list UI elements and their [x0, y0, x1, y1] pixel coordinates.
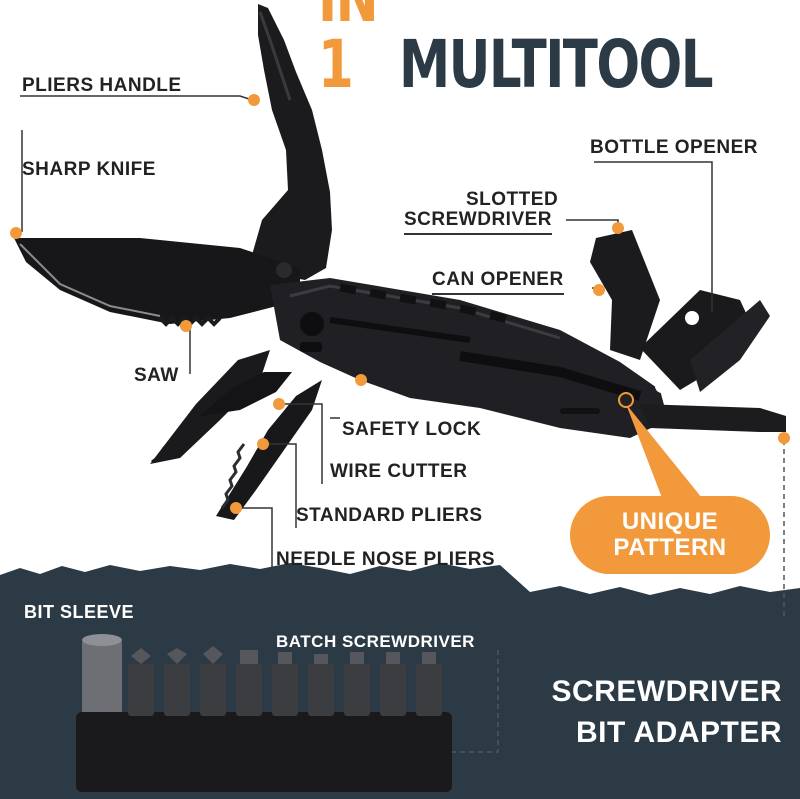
label-bottle-opener: BOTTLE OPENER	[590, 137, 759, 158]
can-opener	[590, 230, 660, 360]
callout-pointer	[626, 404, 702, 498]
label-standard-pliers: STANDARD PLIERS	[296, 505, 483, 526]
label-bit-sleeve: BIT SLEEVE	[24, 602, 135, 622]
page-title: 20 IN 1 MULTITOOL	[318, 0, 800, 103]
title-accent: 20 IN 1	[318, 0, 379, 103]
callout-line1: UNIQUE	[621, 508, 719, 536]
label-slotted-line1: SLOTTED	[466, 189, 559, 210]
slotted-screwdriver	[640, 290, 752, 390]
title-main: MULTITOOL	[398, 26, 714, 103]
label-pliers-handle: PLIERS HANDLE	[22, 75, 182, 96]
bit-adapter	[640, 404, 786, 432]
standard-pliers	[216, 380, 322, 520]
pliers-handle	[252, 4, 332, 280]
callout-line2: PATTERN	[613, 534, 727, 561]
saw-blade	[150, 350, 270, 464]
label-safety-lock: SAFETY LOCK	[342, 419, 482, 440]
label-needle-nose-pliers: NEEDLE NOSE PLIERS	[276, 549, 496, 570]
label-batch-screwdriver: BATCH SCREWDRIVER	[276, 632, 475, 651]
knife-blade	[14, 238, 300, 324]
adapter-line2: BIT ADAPTER	[575, 715, 782, 749]
needle-nose-jaw	[200, 372, 292, 416]
label-sharp-knife: SHARP KNIFE	[22, 159, 156, 180]
screwdriver-bit-adapter-heading: SCREWDRIVER BIT ADAPTER	[530, 672, 782, 753]
bottle-opener	[690, 300, 770, 392]
label-wire-cutter: WIRE CUTTER	[330, 461, 468, 482]
bit-sleeve	[82, 638, 122, 716]
label-saw: SAW	[134, 365, 179, 386]
label-can-opener: CAN OPENER	[432, 269, 564, 295]
label-slotted-line2: SCREWDRIVER	[404, 209, 553, 235]
bit-set	[76, 634, 452, 792]
adapter-line1: SCREWDRIVER	[551, 675, 782, 708]
unique-pattern-callout: UNIQUE PATTERN	[570, 496, 770, 574]
